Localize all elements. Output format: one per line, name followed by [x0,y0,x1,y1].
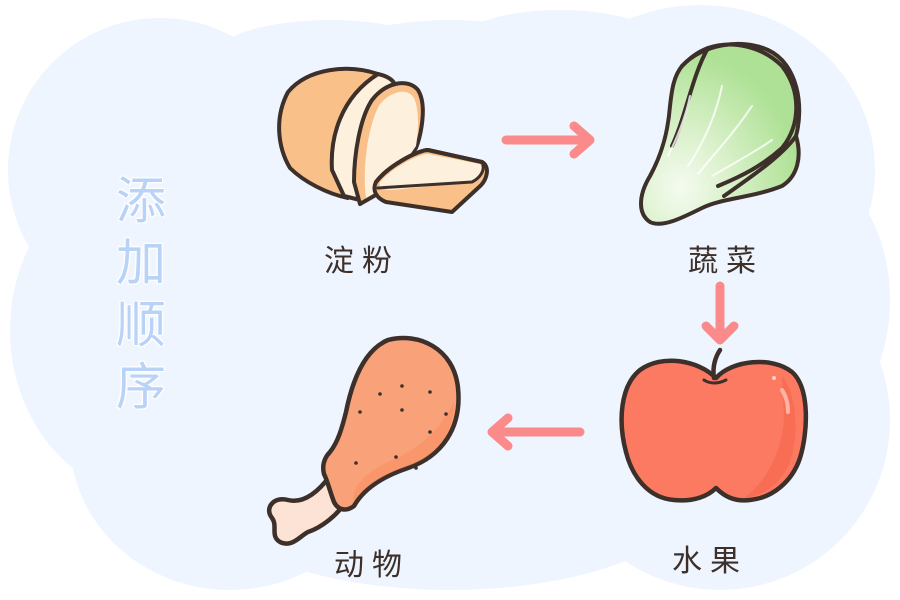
chicken-drumstick-icon [266,335,461,546]
apple-icon [619,347,809,503]
step-label-starch: 淀粉 [324,244,400,279]
arrow-left-icon [487,413,585,451]
step-label-animal: 动物 [334,548,410,583]
title-char: 添 [116,172,166,230]
step-label-vegetables: 蔬菜 [688,244,764,279]
step-label-fruit: 水果 [672,544,748,579]
title-char: 加 [116,234,166,292]
bread-icon [277,66,489,214]
arrow-right-icon [501,121,595,159]
title-char: 顺 [116,296,166,354]
arrow-down-icon [701,281,739,345]
bok-choy-icon [639,42,802,226]
page-title: 添 加 顺 序 [106,170,176,418]
title-char: 序 [116,358,166,416]
